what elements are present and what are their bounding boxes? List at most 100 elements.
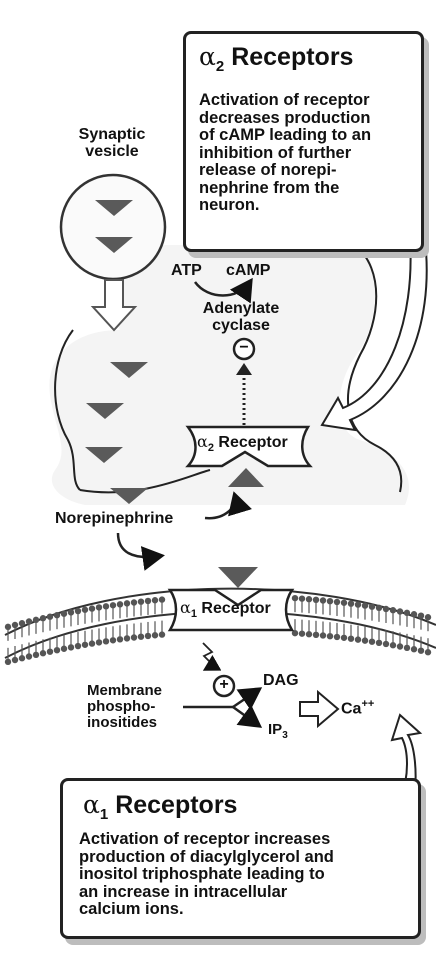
lipid-head	[418, 647, 424, 653]
lipid-head	[334, 634, 340, 640]
vesicle-label: Synaptic vesicle	[62, 126, 162, 160]
lipid-head	[96, 639, 102, 645]
lipid-head	[397, 643, 403, 649]
lipid-head	[404, 645, 410, 651]
atp-label: ATP	[171, 262, 202, 280]
camp-label: cAMP	[226, 262, 270, 280]
lipid-head	[75, 643, 81, 649]
alpha1-box-subscript: 1	[100, 806, 108, 823]
alpha2-receptor-text: Receptor	[218, 434, 287, 451]
lipid-head	[117, 601, 123, 607]
alpha1-box-title: α1 Receptors	[83, 790, 237, 823]
calcium-superscript: ++	[361, 698, 374, 710]
lipid-head	[26, 618, 32, 624]
alpha2-box-title-text: Receptors	[231, 43, 353, 71]
lipid-head	[68, 644, 74, 650]
lipid-head	[47, 648, 53, 654]
lipid-head	[82, 607, 88, 613]
lipid-head	[390, 607, 396, 613]
lipid-head	[299, 630, 305, 636]
lipid-head	[341, 600, 347, 606]
lipid-head	[292, 595, 298, 601]
minus-sign: −	[237, 339, 251, 357]
lipid-head	[369, 638, 375, 644]
lipid-head	[82, 642, 88, 648]
alpha2-box-subscript: 2	[216, 58, 224, 75]
lipid-head	[383, 641, 389, 647]
lipid-head	[411, 611, 417, 617]
lipid-head	[89, 605, 95, 611]
alpha1-bound-triangle	[218, 567, 258, 588]
alpha2-box-body: Activation of receptor decreases product…	[199, 92, 419, 215]
lipid-head	[40, 650, 46, 656]
lipid-head	[75, 608, 81, 614]
lipid-head	[12, 622, 18, 628]
lipid-head	[369, 603, 375, 609]
lipid-head	[19, 655, 25, 661]
lipid-head	[418, 612, 424, 618]
alpha1-receptor-text: Receptor	[201, 600, 270, 617]
lipid-head	[411, 646, 417, 652]
lipid-head	[327, 633, 333, 639]
alpha2-box-title: α2 Receptors	[199, 42, 353, 75]
plus-sign: +	[217, 676, 231, 694]
alpha1-box-symbol: α	[83, 790, 100, 819]
lipid-head	[61, 611, 67, 617]
ip3-label: IP3	[268, 721, 288, 741]
lipid-head	[362, 602, 368, 608]
lipid-head	[131, 599, 137, 605]
lipid-head	[103, 638, 109, 644]
lipid-head	[117, 636, 123, 642]
alpha1-receptor-label: α1 Receptor	[180, 598, 271, 620]
membrane-phosphoinositides-label: Membrane phospho- inositides	[87, 683, 162, 731]
adenylate-cyclase-label: Adenylate cyclase	[186, 300, 296, 334]
alpha1-box-title-text: Receptors	[115, 791, 237, 819]
alpha1-box-body: Activation of receptor increases product…	[79, 831, 419, 919]
signal-squiggle	[203, 643, 213, 669]
lipid-head	[397, 608, 403, 614]
lipid-head	[404, 610, 410, 616]
lipid-head	[138, 633, 144, 639]
lipid-head	[19, 620, 25, 626]
lipid-head	[355, 601, 361, 607]
lipid-head	[145, 633, 151, 639]
lipid-head	[145, 598, 151, 604]
dag-label: DAG	[263, 672, 299, 690]
ip3-subscript: 3	[282, 730, 288, 741]
calcium-text: Ca	[341, 700, 361, 717]
lipid-head	[425, 649, 431, 655]
lipid-head	[124, 600, 130, 606]
lipid-head	[12, 657, 18, 663]
lipid-head	[313, 597, 319, 603]
ip3-text: IP	[268, 721, 282, 738]
lipid-head	[327, 598, 333, 604]
lipid-head	[348, 600, 354, 606]
lipid-head	[313, 632, 319, 638]
lipid-head	[341, 635, 347, 641]
lipid-head	[355, 636, 361, 642]
lipid-head	[152, 597, 158, 603]
lipid-head	[54, 612, 60, 618]
lipid-head	[306, 631, 312, 637]
alpha1-receptor-symbol: α	[180, 598, 191, 617]
lipid-head	[383, 606, 389, 612]
synaptic-vesicle	[61, 175, 165, 279]
lipid-head	[152, 632, 158, 638]
presynaptic-neuron	[49, 245, 409, 505]
lipid-head	[376, 605, 382, 611]
dag-branch	[233, 690, 258, 707]
lipid-head	[159, 596, 165, 602]
lipid-head	[376, 640, 382, 646]
norepinephrine-label: Norepinephrine	[55, 510, 173, 528]
lipid-head	[61, 646, 67, 652]
lipid-head	[320, 597, 326, 603]
lipid-head	[5, 624, 11, 630]
lipid-head	[68, 609, 74, 615]
calcium-arrow	[300, 692, 338, 726]
lipid-head	[425, 614, 431, 620]
lipid-head	[47, 613, 53, 619]
ip3-branch	[233, 707, 258, 725]
lipid-head	[124, 635, 130, 641]
lipid-head	[54, 647, 60, 653]
